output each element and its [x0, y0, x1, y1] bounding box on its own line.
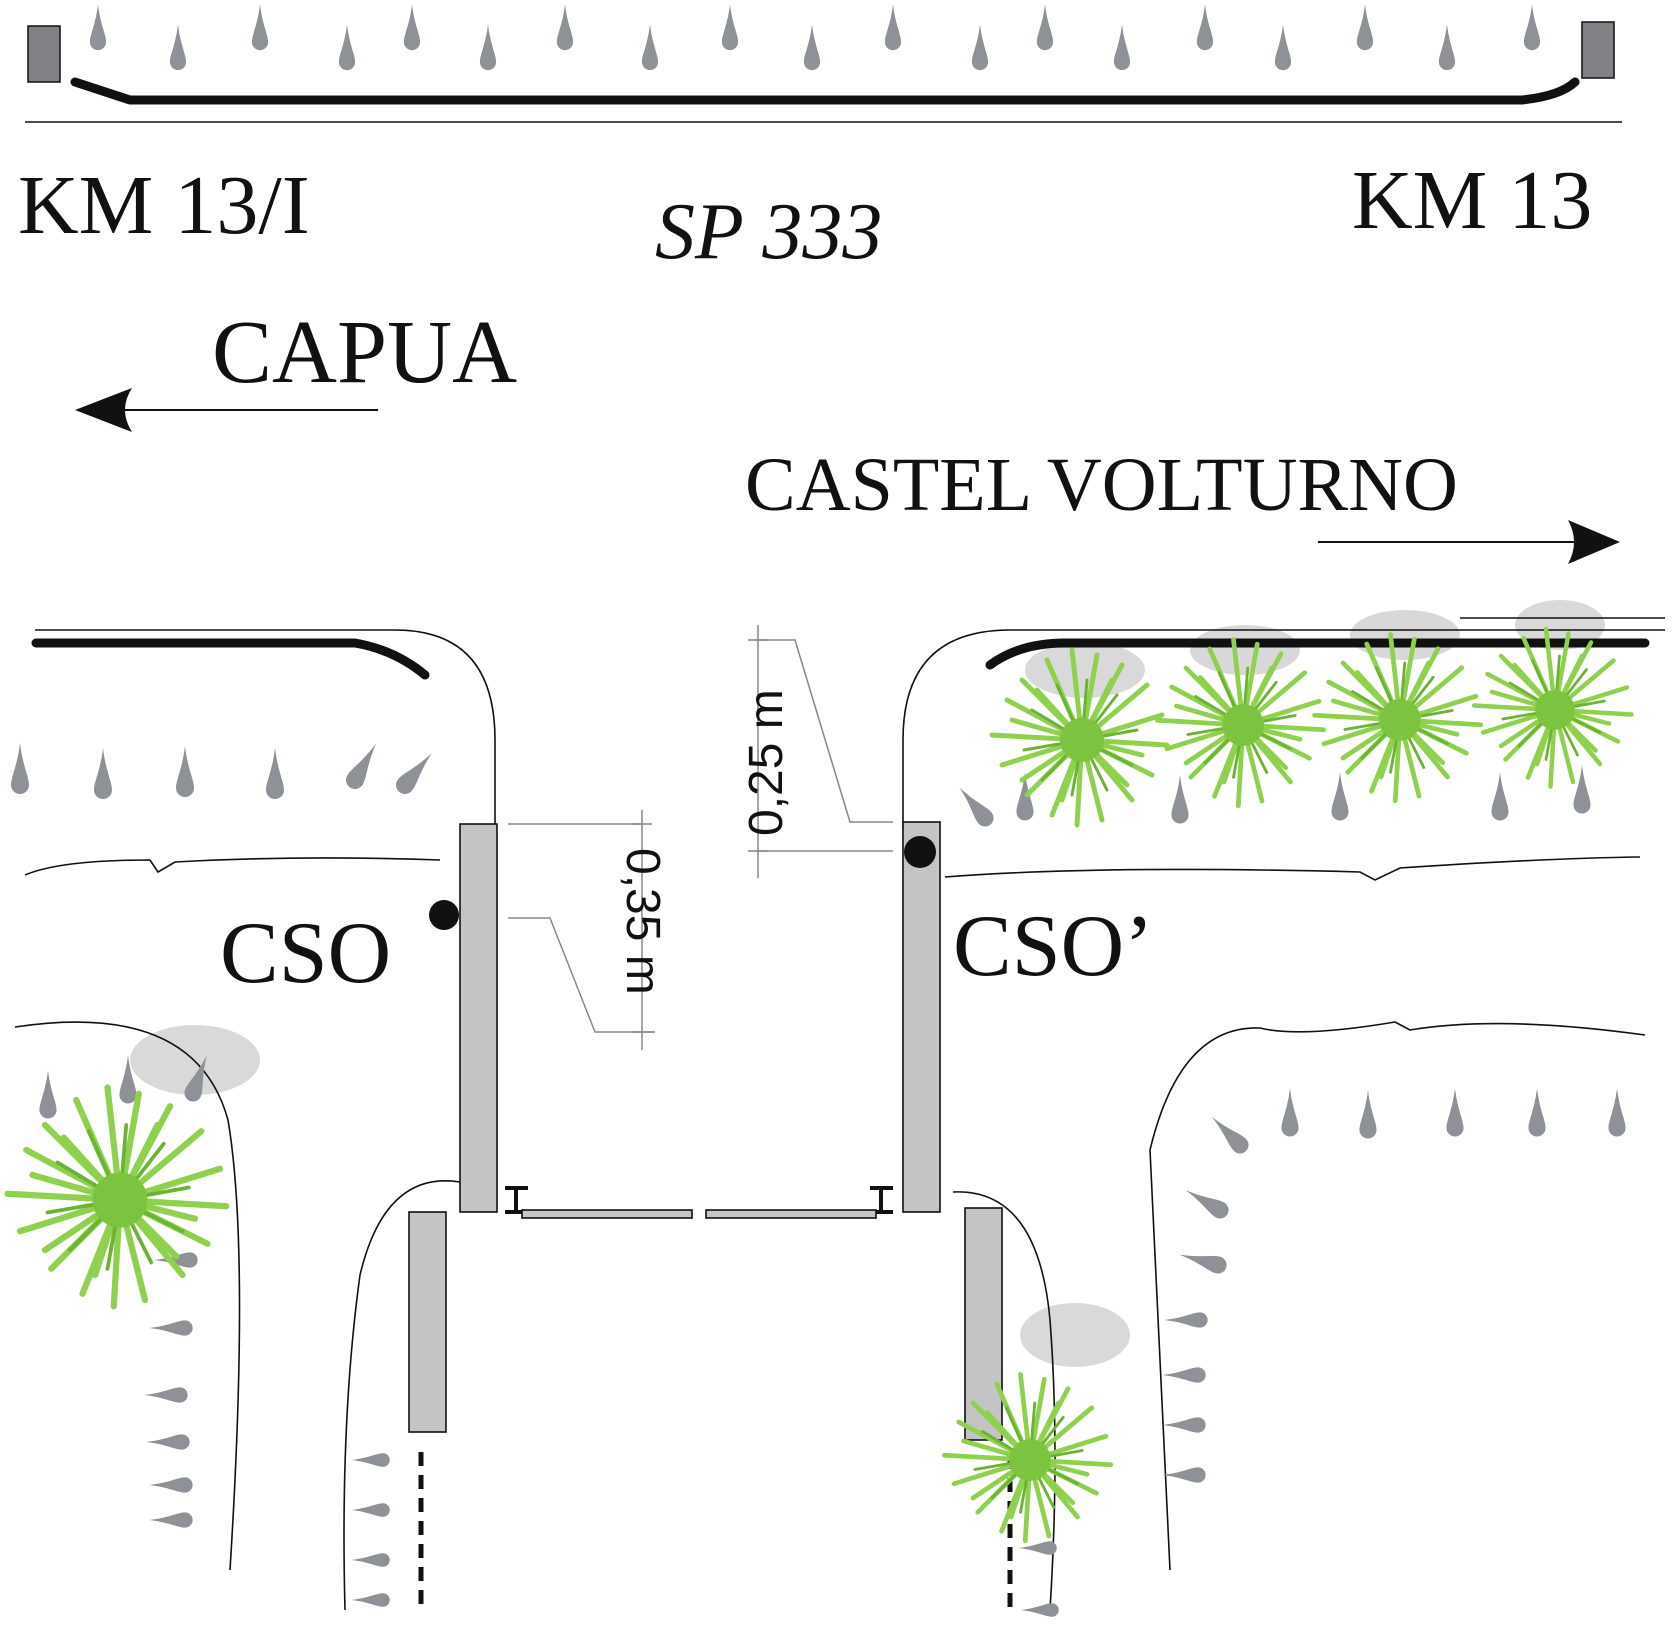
drop-icon: [351, 1453, 390, 1467]
direction-left-label: CAPUA: [212, 303, 517, 402]
drop-icon: [149, 1320, 193, 1336]
drop-icon: [959, 787, 994, 827]
drop-icon: [403, 4, 421, 51]
barrier-post-left: [459, 823, 498, 1213]
overview-strip: [25, 4, 1622, 123]
drop-icon: [146, 1434, 190, 1450]
drop-icon: [144, 1387, 188, 1403]
drop-icon: [1274, 24, 1292, 71]
drop-icon: [266, 748, 284, 799]
km-right-label: KM 13: [1352, 154, 1592, 247]
drop-icon: [396, 752, 432, 794]
drop-icon: [11, 743, 29, 794]
drop-icon: [351, 1593, 390, 1607]
drop-icon: [884, 4, 902, 51]
rain-drops-plan: [11, 743, 1626, 1617]
drop-icon: [1020, 1603, 1059, 1617]
guardrail-top: [70, 77, 1580, 105]
road-outlines: [14, 617, 1665, 1611]
barrier-post-lower-left: [408, 1211, 447, 1433]
drop-icon: [251, 4, 269, 51]
vegetation: [8, 629, 1632, 1541]
drop-icon: [1171, 775, 1189, 824]
grass-bush-icon: [8, 1088, 227, 1307]
drop-icon: [1164, 1312, 1208, 1328]
dimension-025: 0,25 m: [740, 625, 893, 878]
gate-panel-left: [521, 1209, 693, 1219]
drop-icon: [1196, 4, 1214, 51]
drop-icon: [1162, 1367, 1206, 1383]
cso-sensor-left-icon: [429, 900, 459, 930]
drop-icon: [1185, 1190, 1229, 1219]
guardrail-post-right: [1581, 21, 1615, 79]
drop-icon: [479, 24, 497, 71]
gate-panel-right: [705, 1209, 877, 1219]
barrier-post-lower-right: [964, 1207, 1003, 1441]
drop-icon: [149, 1477, 193, 1493]
dimension-025-label: 0,25 m: [740, 689, 793, 836]
barrier-post-right: [902, 821, 941, 1213]
gate-hinge-left-icon: [505, 1186, 528, 1214]
drop-icon: [721, 4, 739, 51]
road-name-label: SP 333: [655, 188, 882, 276]
drop-icon: [176, 746, 194, 797]
drop-icon: [556, 4, 574, 51]
cso-left-label: CSO: [220, 905, 391, 1002]
guardrail-left: [31, 638, 430, 680]
drop-icon: [641, 24, 659, 71]
drop-icon: [1608, 1088, 1626, 1137]
grass-bush-icon: [1474, 629, 1632, 787]
drop-icon: [1356, 4, 1374, 51]
drop-icon: [346, 743, 376, 789]
drop-icon: [338, 24, 356, 71]
drop-icon: [1018, 1541, 1057, 1555]
direction-right-label: CASTEL VOLTURNO: [745, 443, 1458, 527]
drop-icon: [803, 24, 821, 71]
drop-icon: [1446, 1088, 1464, 1137]
drop-icon: [184, 1055, 207, 1102]
drop-icon: [1491, 772, 1509, 821]
drop-icon: [1179, 1254, 1227, 1274]
drop-icon: [1523, 4, 1541, 51]
drop-icon: [1359, 1090, 1377, 1139]
drop-icon: [39, 1070, 57, 1119]
drop-icon: [1211, 1116, 1249, 1154]
drop-icon: [1438, 24, 1456, 71]
arrow-right-icon: [1318, 520, 1620, 564]
dimension-035: 0,35 m: [508, 810, 669, 1050]
drop-icon: [1528, 1088, 1546, 1137]
drop-icon: [1113, 24, 1131, 71]
vegetation-shadows: [130, 600, 1605, 1367]
drop-icon: [149, 1512, 193, 1528]
drop-icon: [351, 1553, 390, 1567]
drop-icon: [1036, 4, 1054, 51]
cso-sensor-right-icon: [904, 836, 936, 868]
drop-icon: [169, 24, 187, 71]
cso-right-label: CSO’: [953, 898, 1154, 995]
drop-icon: [119, 1055, 137, 1104]
drop-icon: [971, 24, 989, 71]
drop-icon: [351, 1503, 390, 1517]
drop-icon: [1573, 765, 1591, 814]
drop-icon: [154, 1252, 198, 1268]
drop-icon: [94, 748, 112, 799]
drop-icon: [1331, 772, 1349, 821]
km-left-label: KM 13/I: [18, 159, 310, 252]
drop-icon: [89, 4, 107, 51]
rain-drops-top: [89, 4, 1541, 71]
drop-icon: [1281, 1088, 1299, 1137]
guardrail-post-left: [27, 25, 61, 83]
dimension-035-label: 0,35 m: [616, 848, 669, 995]
gate-hinge-right-icon: [870, 1186, 893, 1214]
arrow-left-icon: [75, 388, 378, 432]
guardrail-right: [985, 638, 1650, 670]
drop-icon: [1162, 1417, 1206, 1433]
drop-icon: [1162, 1467, 1206, 1483]
